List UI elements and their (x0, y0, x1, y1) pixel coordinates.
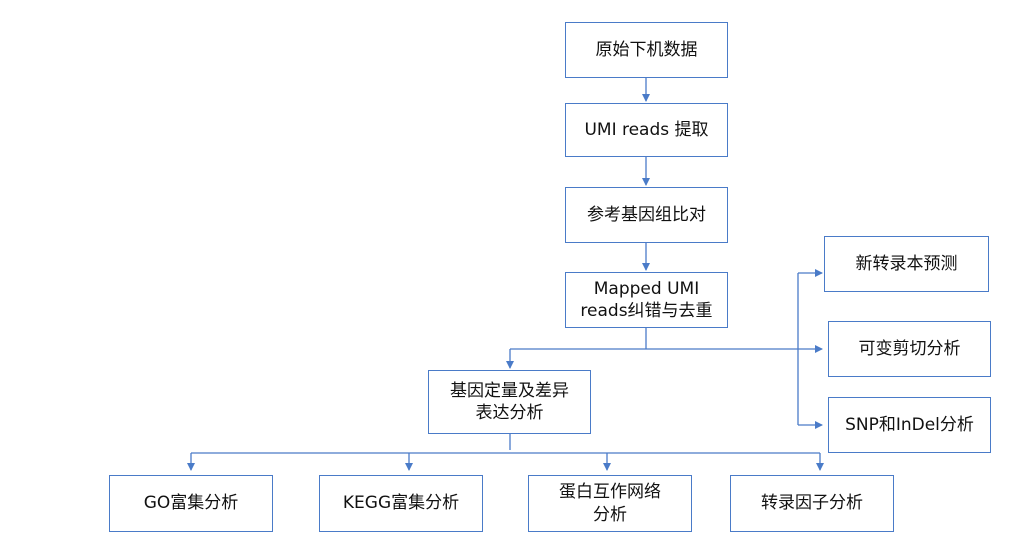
node-raw-data: 原始下机数据 (565, 22, 728, 78)
node-kegg-enrichment: KEGG富集分析 (319, 475, 483, 532)
node-go-enrichment: GO富集分析 (109, 475, 273, 532)
node-transcription-factor: 转录因子分析 (730, 475, 894, 532)
node-umi-correction-dedup: Mapped UMI reads纠错与去重 (565, 272, 728, 328)
node-reference-alignment: 参考基因组比对 (565, 187, 728, 243)
node-protein-interaction-network: 蛋白互作网络 分析 (528, 475, 692, 532)
node-new-transcript-prediction: 新转录本预测 (824, 236, 989, 292)
node-gene-quantification: 基因定量及差异 表达分析 (428, 370, 591, 434)
node-umi-extract: UMI reads 提取 (565, 103, 728, 157)
node-alternative-splicing: 可变剪切分析 (828, 321, 991, 377)
node-snp-indel: SNP和InDel分析 (828, 397, 991, 453)
